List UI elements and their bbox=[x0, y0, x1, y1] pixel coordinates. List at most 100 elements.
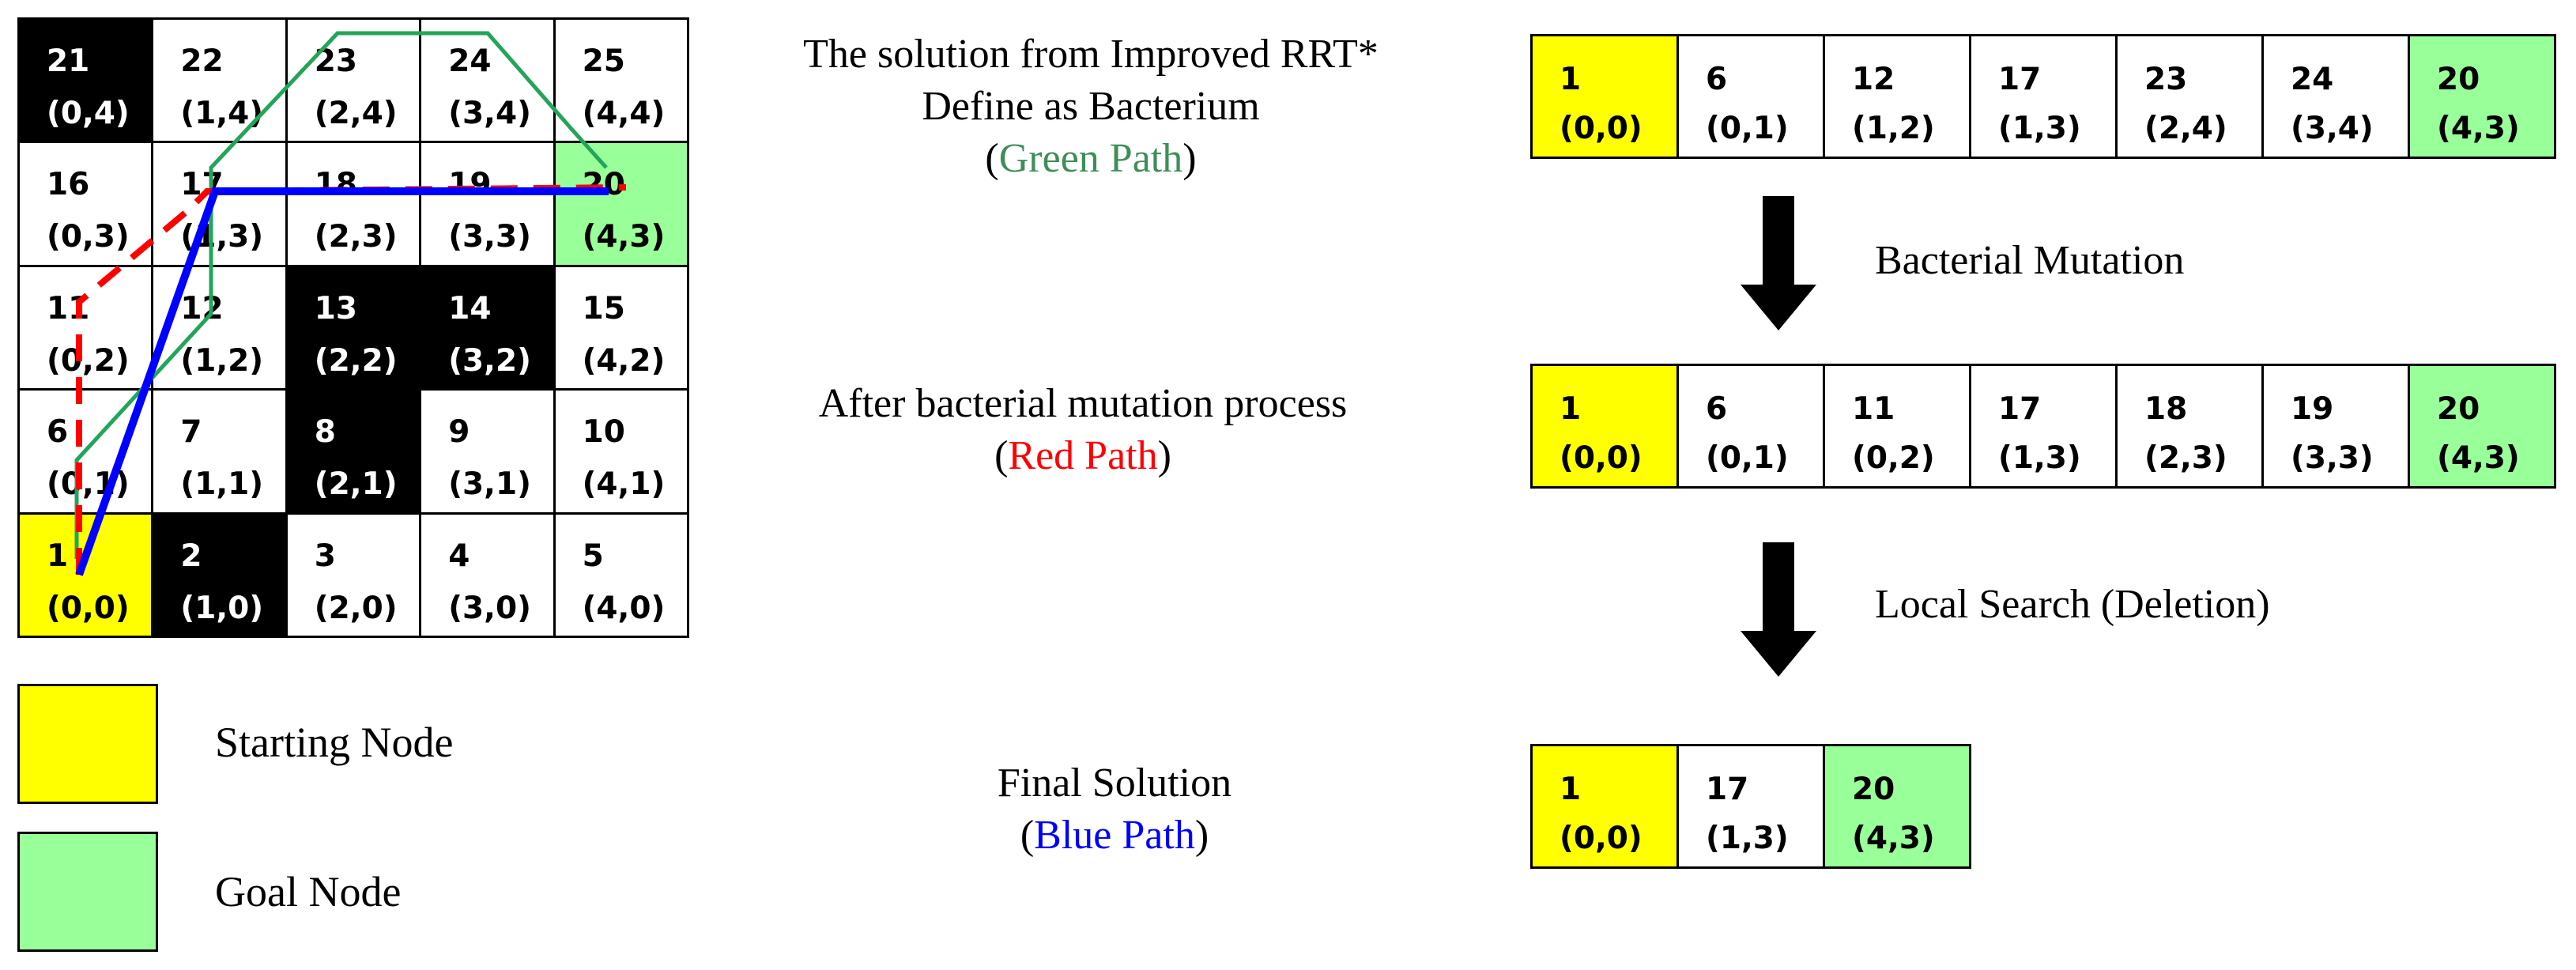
node-coord: (2,2) bbox=[314, 342, 398, 379]
node-id: 18 bbox=[2144, 391, 2188, 427]
grid-node-12: 12(1,2) bbox=[153, 266, 288, 391]
node-id: 14 bbox=[448, 290, 492, 326]
node-coord: (4,3) bbox=[1852, 821, 1935, 856]
node-id: 5 bbox=[582, 538, 604, 574]
grid-node-19: 19(3,3) bbox=[421, 143, 556, 267]
node-coord: (3,2) bbox=[448, 342, 531, 379]
node-id: 24 bbox=[2291, 62, 2334, 97]
grid-node-25: 25 (4,4) bbox=[555, 20, 689, 144]
sequence-node: 17(1,3) bbox=[1971, 36, 2118, 159]
node-coord: (4,0) bbox=[582, 590, 666, 626]
node-id: 12 bbox=[180, 290, 224, 326]
node-coord: (0,0) bbox=[47, 590, 130, 626]
caption-final-path-line: (Blue Path) bbox=[838, 810, 1391, 862]
green-path-label: Green Path bbox=[998, 136, 1183, 181]
step-label-deletion: Local Search (Deletion) bbox=[1875, 582, 2270, 627]
node-id: 12 bbox=[1852, 62, 1895, 97]
node-id: 20 bbox=[582, 167, 625, 203]
grid-node-8: 8(2,1) bbox=[287, 391, 422, 515]
grid-node-20: 20(4,3) bbox=[555, 143, 689, 267]
legend-goal-swatch bbox=[17, 832, 158, 952]
node-id: 8 bbox=[314, 414, 336, 451]
node-id: 4 bbox=[448, 538, 470, 574]
node-coord: (2,3) bbox=[2144, 440, 2227, 476]
caption-bacterium: The solution from Improved RRT* Define a… bbox=[775, 28, 1407, 185]
sequence-node: 23(2,4) bbox=[2118, 36, 2264, 159]
paren-close: ) bbox=[1194, 813, 1209, 858]
grid-node-18: 18(2,3) bbox=[287, 143, 422, 267]
sequence-node: 20 (4,3) bbox=[1825, 746, 1971, 869]
node-coord: (4,3) bbox=[2437, 440, 2520, 476]
node-coord: (0,3) bbox=[47, 219, 130, 255]
sequence-mutated: 1(0,0)6(0,1)11(0,2)17(1,3)18(2,3)19(3,3)… bbox=[1530, 364, 2556, 489]
paren-open: ( bbox=[994, 433, 1009, 478]
node-id: 11 bbox=[1852, 391, 1895, 427]
node-coord: (0,2) bbox=[47, 342, 130, 379]
node-id: 6 bbox=[1706, 62, 1728, 97]
node-coord: (3,3) bbox=[448, 219, 531, 255]
node-grid: 21(0,4)22(1,4)23(2,4)24(3,4)25(4,4)16(0,… bbox=[17, 17, 689, 638]
node-id: 13 bbox=[314, 290, 358, 326]
sequence-node: 6(0,1) bbox=[1679, 36, 1825, 159]
node-id: 1 bbox=[47, 538, 69, 574]
node-id: 3 bbox=[314, 538, 336, 574]
grid-node-23: 23(2,4) bbox=[287, 20, 422, 144]
grid-node-3: 3 (2,0) bbox=[287, 514, 422, 638]
node-id: 17 bbox=[1706, 772, 1749, 807]
node-coord: (1,4) bbox=[180, 96, 264, 131]
grid-node-6: 6(0,1) bbox=[20, 391, 154, 515]
red-path-label: Red Path bbox=[1008, 433, 1158, 478]
node-id: 20 bbox=[1852, 772, 1895, 807]
down-arrow-icon bbox=[1741, 196, 1816, 330]
caption-bacterium-path-line: (Green Path) bbox=[775, 133, 1407, 185]
sequence-node: 17(1,3) bbox=[1971, 366, 2118, 489]
step-label-mutation: Bacterial Mutation bbox=[1875, 238, 2185, 283]
node-id: 1 bbox=[1560, 62, 1582, 97]
node-id: 17 bbox=[180, 167, 224, 203]
sequence-node: 24(3,4) bbox=[2264, 36, 2410, 159]
grid-node-13: 13 (2,2) bbox=[287, 266, 422, 391]
node-id: 20 bbox=[2437, 62, 2480, 97]
node-coord: (3,4) bbox=[448, 96, 531, 131]
node-id: 16 bbox=[47, 167, 90, 203]
node-coord: (4,2) bbox=[582, 342, 666, 379]
node-coord: (1,3) bbox=[1998, 440, 2081, 476]
node-coord: (0,1) bbox=[47, 466, 130, 503]
node-id: 24 bbox=[448, 43, 492, 79]
sequence-node: 12 (1,2) bbox=[1825, 36, 1971, 159]
node-id: 1 bbox=[1560, 772, 1582, 807]
paren-open: ( bbox=[1020, 813, 1035, 858]
node-coord: (4,3) bbox=[2437, 111, 2520, 146]
node-coord: (2,0) bbox=[314, 590, 398, 626]
sequence-final: 1 (0,0) 17 (1,3) 20 (4,3) bbox=[1530, 744, 1971, 869]
node-id: 19 bbox=[2291, 391, 2334, 427]
node-coord: (0,4) bbox=[47, 96, 130, 131]
node-coord: (3,1) bbox=[448, 466, 531, 503]
node-coord: (0,0) bbox=[1560, 821, 1643, 856]
grid-node-11: 11(0,2) bbox=[20, 266, 154, 391]
sequence-node: 1(0,0) bbox=[1533, 366, 1679, 489]
sequence-node: 1(0,0) bbox=[1533, 36, 1679, 159]
grid-node-15: 15(4,2) bbox=[555, 266, 689, 391]
node-coord: (1,3) bbox=[1706, 821, 1789, 856]
node-id: 20 bbox=[2437, 391, 2480, 427]
grid-node-16: 16 (0,3) bbox=[20, 143, 154, 267]
caption-bacterium-line1: The solution from Improved RRT* bbox=[803, 32, 1379, 77]
node-id: 18 bbox=[314, 167, 358, 203]
node-id: 22 bbox=[180, 43, 224, 79]
node-coord: (3,0) bbox=[448, 590, 531, 626]
grid-node-2: 2(1,0) bbox=[153, 514, 288, 638]
node-id: 21 bbox=[47, 43, 90, 79]
caption-mutated: After bacterial mutation process (Red Pa… bbox=[775, 378, 1391, 482]
node-coord: (1,2) bbox=[1852, 111, 1935, 146]
node-coord: (4,4) bbox=[582, 96, 666, 131]
sequence-node: 17 (1,3) bbox=[1679, 746, 1825, 869]
node-id: 25 bbox=[582, 43, 625, 79]
down-arrow-icon bbox=[1741, 542, 1816, 677]
node-id: 1 bbox=[1560, 391, 1582, 427]
grid-node-10: 10(4,1) bbox=[555, 391, 689, 515]
legend-goal-label: Goal Node bbox=[215, 868, 402, 915]
node-id: 2 bbox=[180, 538, 202, 574]
sequence-node: 20 (4,3) bbox=[2410, 366, 2556, 489]
grid-node-14: 14 (3,2) bbox=[421, 266, 556, 391]
